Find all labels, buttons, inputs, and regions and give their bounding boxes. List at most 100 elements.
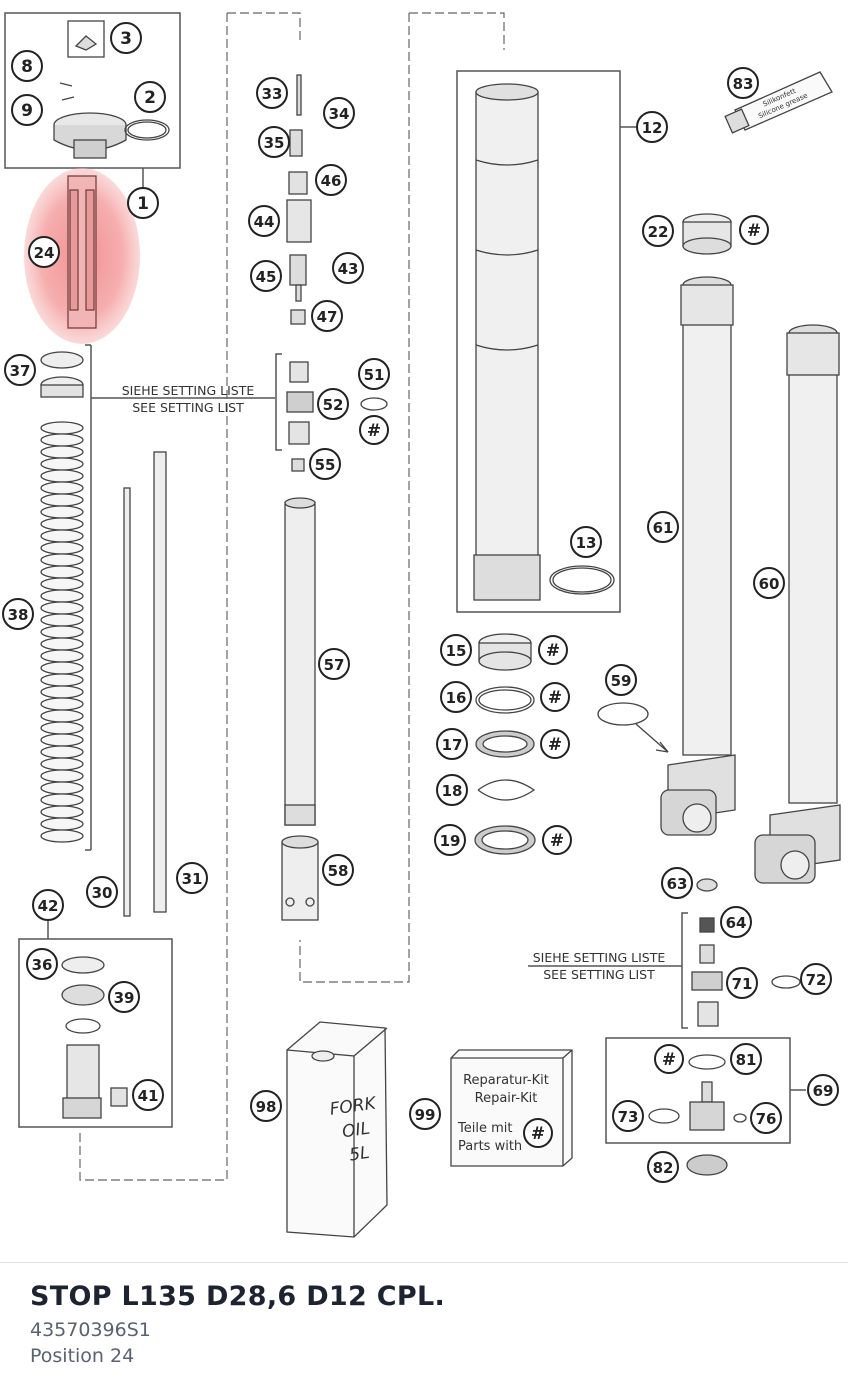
callout-51: 51 <box>358 358 390 390</box>
callout-33: 33 <box>256 77 288 109</box>
callout-circle <box>250 260 282 292</box>
spring-coil <box>40 529 84 543</box>
callout-circle <box>110 22 142 54</box>
callout-circle <box>315 164 347 196</box>
callout-circle <box>127 187 159 219</box>
setting-note-2-line2: SEE SETTING LIST <box>543 967 655 982</box>
callout-label: # <box>546 641 560 661</box>
callout-label: 76 <box>756 1110 777 1128</box>
callout-22: 22 <box>642 215 674 247</box>
spring-coil <box>40 721 84 735</box>
callout-label: 38 <box>8 606 29 624</box>
callout-circle <box>86 876 118 908</box>
callout-label: 30 <box>92 884 113 902</box>
callout-3: 3 <box>110 22 142 54</box>
callout-57: 57 <box>318 648 350 680</box>
callout-hash-h15: # <box>538 635 568 665</box>
callout-circle <box>250 1090 282 1122</box>
callout-circle <box>258 126 290 158</box>
callout-72: 72 <box>800 963 832 995</box>
callout-circle <box>436 774 468 806</box>
callout-38: 38 <box>2 598 34 630</box>
spring-coil <box>40 757 84 771</box>
spring-coil <box>40 469 84 483</box>
callout-46: 46 <box>315 164 347 196</box>
callout-circle <box>309 448 341 480</box>
dashed-guides <box>79 12 505 1181</box>
spring-coil <box>40 613 84 627</box>
repair-kit-line4: Parts with <box>458 1139 522 1154</box>
callout-label: # <box>550 831 564 851</box>
callout-label: 8 <box>21 57 33 77</box>
callout-71: 71 <box>726 967 758 999</box>
callout-24: 24 <box>28 236 60 268</box>
callout-label: 12 <box>642 119 663 137</box>
spring-coil <box>40 805 84 819</box>
spring-coil <box>40 637 84 651</box>
callout-circle <box>636 111 668 143</box>
callout-55: 55 <box>309 448 341 480</box>
callout-circle <box>434 824 466 856</box>
callout-circle <box>642 215 674 247</box>
callout-hash-h16: # <box>540 682 570 712</box>
callout-15: 15 <box>440 634 472 666</box>
spring-coil <box>40 421 84 435</box>
callout-circle <box>132 1079 164 1111</box>
callout-label: 45 <box>256 268 277 286</box>
callout-circle <box>753 567 785 599</box>
callout-44: 44 <box>248 205 280 237</box>
spring-coil <box>40 493 84 507</box>
callout-47: 47 <box>311 300 343 332</box>
callout-circle <box>248 205 280 237</box>
callout-label: 82 <box>653 1159 674 1177</box>
callout-circle <box>323 97 355 129</box>
callout-label: 2 <box>144 88 156 108</box>
callout-circle <box>523 1118 553 1148</box>
callout-circle <box>807 1074 839 1106</box>
spring-coil <box>40 781 84 795</box>
callout-label: 73 <box>618 1108 639 1126</box>
spring-coil <box>40 565 84 579</box>
oil-can-line3: 5L <box>348 1143 371 1166</box>
part-number: 43570396S1 <box>30 1319 151 1341</box>
callout-61: 61 <box>647 511 679 543</box>
callout-label: 18 <box>442 782 463 800</box>
spring-coil <box>40 685 84 699</box>
callout-label: 57 <box>324 656 345 674</box>
callout-label: 60 <box>759 575 780 593</box>
callout-circle <box>176 862 208 894</box>
callout-circle <box>647 1151 679 1183</box>
callout-60: 60 <box>753 567 785 599</box>
repair-kit-line1: Reparatur-Kit <box>463 1073 549 1088</box>
callout-circle <box>605 664 637 696</box>
callout-99: 99 <box>409 1098 441 1130</box>
callout-circle <box>647 511 679 543</box>
spring-coil <box>40 457 84 471</box>
callout-circle <box>317 388 349 420</box>
callout-label: 9 <box>21 101 33 121</box>
part-info-footer: STOP L135 D28,6 D12 CPL. 43570396S1 Posi… <box>0 1262 848 1391</box>
callout-label: 42 <box>38 897 59 915</box>
callout-circle <box>32 889 64 921</box>
callout-17: 17 <box>436 728 468 760</box>
callout-69: 69 <box>807 1074 839 1106</box>
callout-hash-h17: # <box>540 729 570 759</box>
callout-label: 13 <box>576 534 597 552</box>
callout-58: 58 <box>322 854 354 886</box>
callout-label: 31 <box>182 870 203 888</box>
callout-82: 82 <box>647 1151 679 1183</box>
callout-label: 22 <box>648 223 669 241</box>
callout-label: 71 <box>732 975 753 993</box>
spring-coil <box>40 649 84 663</box>
callout-hash-h99: # <box>523 1118 553 1148</box>
callout-30: 30 <box>86 876 118 908</box>
spring-coil <box>40 817 84 831</box>
part-drawings <box>40 20 841 1238</box>
callout-label: 58 <box>328 862 349 880</box>
callout-label: # <box>662 1050 676 1070</box>
callout-35: 35 <box>258 126 290 158</box>
callout-label: 98 <box>256 1098 277 1116</box>
callout-8: 8 <box>11 50 43 82</box>
callout-label: 36 <box>32 956 53 974</box>
callout-19: 19 <box>434 824 466 856</box>
